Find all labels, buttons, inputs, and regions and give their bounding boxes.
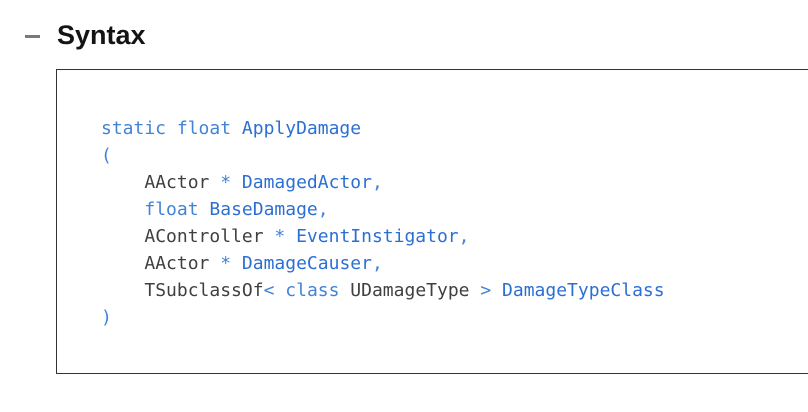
- code-token-p: [101, 280, 144, 301]
- code-token-i: ApplyDamage: [241, 118, 362, 139]
- code-token-o: ): [101, 307, 112, 328]
- code-lines: static float ApplyDamage ( AActor * Damag…: [57, 70, 808, 331]
- code-token-o: ,: [317, 199, 329, 220]
- code-token-o: (: [101, 145, 112, 166]
- code-token-o: *: [209, 253, 242, 274]
- code-token-o: *: [209, 172, 242, 193]
- code-token-o: *: [263, 226, 297, 247]
- code-line: TSubclassOf< class UDamageType > DamageT…: [101, 277, 808, 304]
- code-token-t: TSubclassOf: [144, 280, 264, 301]
- section-title: Syntax: [57, 20, 146, 50]
- code-token-p: [101, 226, 144, 247]
- code-token-i: DamagedActor: [241, 172, 372, 193]
- code-token-o: ,: [371, 172, 383, 193]
- syntax-section-header[interactable]: Syntax: [25, 19, 146, 51]
- code-token-p: [101, 172, 144, 193]
- code-token-t: AActor: [144, 172, 210, 193]
- code-token-t: UDamageType: [350, 280, 470, 301]
- code-token-i: DamageTypeClass: [502, 280, 665, 301]
- collapse-minus-icon[interactable]: [25, 34, 40, 38]
- code-token-i: DamageCauser: [241, 253, 372, 274]
- code-token-o: ,: [371, 253, 383, 274]
- code-line: ): [101, 304, 808, 331]
- code-token-k: static float: [101, 118, 242, 139]
- code-line: float BaseDamage,: [101, 196, 808, 223]
- code-token-i: BaseDamage: [209, 199, 318, 220]
- code-token-o: >: [469, 280, 503, 301]
- code-line: (: [101, 142, 808, 169]
- code-token-t: AActor: [144, 253, 210, 274]
- code-token-i: EventInstigator: [296, 226, 459, 247]
- code-token-k: float: [144, 199, 210, 220]
- syntax-code-block: static float ApplyDamage ( AActor * Damag…: [56, 69, 808, 374]
- code-token-o: <: [263, 280, 286, 301]
- code-token-p: [101, 253, 144, 274]
- code-line: AActor * DamagedActor,: [101, 169, 808, 196]
- code-line: static float ApplyDamage: [101, 115, 808, 142]
- code-token-k: class: [285, 280, 351, 301]
- code-token-t: AController: [144, 226, 264, 247]
- code-line: AActor * DamageCauser,: [101, 250, 808, 277]
- code-line: AController * EventInstigator,: [101, 223, 808, 250]
- code-token-p: [101, 199, 144, 220]
- code-token-o: ,: [458, 226, 470, 247]
